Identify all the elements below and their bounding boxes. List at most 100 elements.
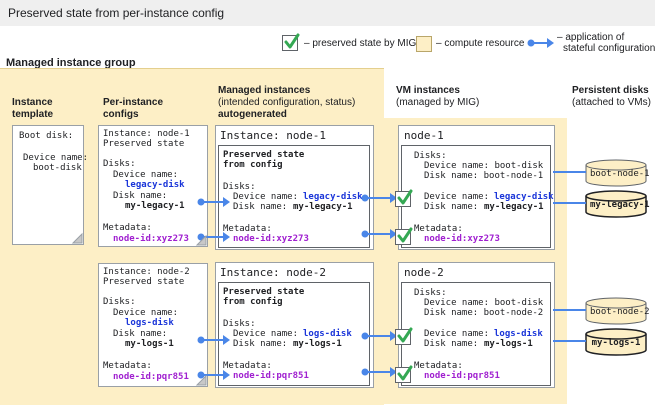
vm-disk-value: my-logs-1 [484,339,533,349]
managed-device-value: legacy-disk [303,192,363,202]
config1-folded-corner [195,234,207,246]
vm-disk-value: my-legacy-1 [484,202,544,212]
managed-disk-label: Disk name: [233,339,288,349]
vm-name: node-1 [404,129,444,142]
managed-device-value: logs-disk [303,329,352,339]
managed-disks: Disks: [223,319,256,329]
compute-resource-swatch [416,36,432,52]
managed-preserved-line1: Preserved state [223,150,305,160]
disk-label-my-logs-1: my-logs-1 [591,338,641,348]
check-vm1-disk-icon [395,189,413,207]
template-header-line2: template [12,109,54,120]
vm-device-label: Device name: [424,192,490,202]
vm-header-line1: VM instances [396,85,460,96]
managed-preserved-line2: from config [223,297,283,307]
vm-boot-device: Device name: boot-disk [424,298,544,308]
check-vm2-metadata-icon [395,365,413,383]
vm-instance-node-2: node-2 Disks: Device name: boot-disk Dis… [398,262,555,388]
disk-label-boot-node-1: boot-node-1 [590,169,650,179]
config-disk-value: my-legacy-1 [125,201,185,211]
vm-disk-label: Disk name: [424,202,479,212]
managed-intended-config: Preserved state from config Disks: Devic… [218,282,370,386]
managed-instance-node-2: Instance: node-2 Preserved state from co… [215,262,374,388]
vm-device-value: logs-disk [494,329,543,339]
config-preserved: Preserved state [103,277,185,287]
apply-arrow-managed2-disk [361,331,397,341]
disks-header-line2: (attached to VMs) [572,97,651,108]
config-instance-line: Instance: node-1 [103,129,190,139]
apply-arrow-managed1-metadata [361,229,397,239]
managed-metadata-value: node-id:pqr851 [233,371,309,381]
vm-boot-disk: Disk name: boot-node-1 [424,171,544,181]
application-arrow-legend-icon [527,38,554,48]
vm-configuration: Disks: Device name: boot-disk Disk name:… [401,282,551,386]
apply-arrow-config1-disk [197,197,230,207]
perinstance-header-line1: Per-instance [103,97,164,108]
vm-disks: Disks: [414,288,447,298]
managed-preserved-line2: from config [223,160,283,170]
disk-label-my-legacy-1: my-legacy-1 [590,200,650,210]
config-device-label: Device name: [113,170,179,180]
template-boot-disk: Boot disk: [19,131,74,141]
vm-header-line2: (managed by MIG) [396,97,480,108]
config-metadata: Metadata: [103,223,152,233]
vm-instance-node-1: node-1 Disks: Device name: boot-disk Dis… [398,125,555,250]
managed-metadata-value: node-id:xyz273 [233,234,309,244]
template-device-label: Device name: [23,153,89,163]
diagram-title: Preserved state from per-instance config [8,6,225,20]
persistent-disk-my-logs-1 [585,328,647,356]
config-disks: Disks: [103,159,136,169]
managed-metadata: Metadata: [223,224,272,234]
config-device-value: logs-disk [125,318,174,328]
legend-application-line2: stateful configuration [563,43,655,54]
config-instance-line: Instance: node-2 [103,267,190,277]
config-disk-label: Disk name: [113,191,168,201]
apply-arrow-managed1-disk [361,193,397,203]
template-folded-corner [71,232,83,244]
managed-disk-value: my-legacy-1 [293,202,353,212]
check-vm1-metadata-icon [395,227,413,245]
managed-header-line2: (intended configuration, status) [218,97,356,108]
managed-instance-node-1: Instance: node-1 Preserved state from co… [215,125,374,250]
managed-disk-value: my-logs-1 [293,339,342,349]
apply-arrow-managed2-metadata [361,367,397,377]
config-device-value: legacy-disk [125,180,185,190]
disks-header-line1: Persistent disks [572,85,649,96]
vm-metadata-value: node-id:xyz273 [424,234,500,244]
managed-disks: Disks: [223,182,256,192]
legend-application-line1: – application of [557,32,625,43]
vm-configuration: Disks: Device name: boot-disk Disk name:… [401,145,554,248]
managed-header-line3: autogenerated [218,109,287,120]
apply-arrow-config2-metadata [197,370,230,380]
vm-device-value: legacy-disk [494,192,554,202]
managed-device-label: Device name: [233,329,299,339]
legend-preserved-text: – preserved state by MIG [304,38,417,49]
instance-template-doc: Boot disk: Device name: boot-disk [12,125,88,245]
config-disk-value: my-logs-1 [125,339,174,349]
config-preserved: Preserved state [103,139,185,149]
managed-intended-config: Preserved state from config Disks: Devic… [218,145,370,248]
managed-metadata: Metadata: [223,361,272,371]
managed-header: Instance: node-2 [220,266,326,279]
vm-metadata-value: node-id:pqr851 [424,371,500,381]
disk-label-boot-node-2: boot-node-2 [590,307,650,317]
per-instance-config-node-1: Instance: node-1 Preserved state Disks: … [98,125,208,247]
per-instance-config-node-2: Instance: node-2 Preserved state Disks: … [98,263,208,387]
vm-device-label: Device name: [424,329,490,339]
config-metadata: Metadata: [103,361,152,371]
check-vm2-disk-icon [395,327,413,345]
vm-disks: Disks: [414,151,447,161]
managed-device-label: Device name: [233,192,299,202]
perinstance-header-line2: configs [103,109,139,120]
vm-disk-label: Disk name: [424,339,479,349]
template-device-value: boot-disk [33,163,82,173]
config-disks: Disks: [103,297,136,307]
vm-name: node-2 [404,266,444,279]
persistent-disk-boot-node-2 [585,297,647,325]
vm-metadata: Metadata: [414,224,463,234]
vm-metadata: Metadata: [414,361,463,371]
check-legend-icon [282,33,300,51]
persistent-disk-my-legacy-1 [585,190,647,218]
template-header-line1: Instance [12,97,53,108]
